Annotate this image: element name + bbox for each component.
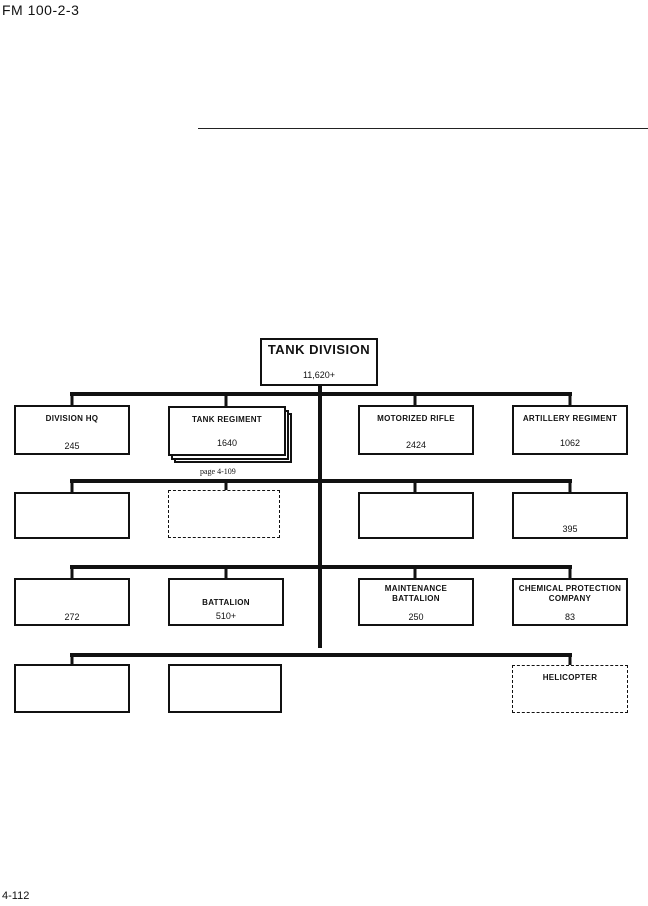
tank-division-box: TANK DIVISION 11,620+ [260, 338, 378, 386]
tank-division-title: TANK DIVISION [267, 342, 371, 357]
tank-regiment-page-ref: page 4-109 [200, 467, 236, 476]
row2-unit-3-box [358, 492, 474, 539]
motorized-rifle-box: MOTORIZED RIFLE 2424 [358, 405, 474, 455]
helicopter-label: HELICOPTER [542, 673, 598, 682]
page-number: 4-112 [2, 890, 30, 902]
motorized-rifle-label: MOTORIZED RIFLE [377, 414, 455, 423]
chemical-protection-company-count: 83 [564, 612, 575, 622]
battalion-count: 510+ [215, 611, 237, 621]
motorized-rifle-count: 2424 [405, 440, 427, 450]
maintenance-battalion-label: MAINTENANCE BATTALION [384, 584, 448, 603]
artillery-regiment-box: ARTILLERY REGIMENT 1062 [512, 405, 628, 455]
row2-unit-1-box [14, 492, 130, 539]
tank-regiment-label: TANK REGIMENT [192, 415, 262, 424]
battalion-label: BATTALION [202, 598, 250, 607]
row4-unit-2-box [168, 664, 282, 713]
chemical-protection-company-box: CHEMICAL PROTECTION COMPANY 83 [512, 578, 628, 626]
chemical-protection-company-label: CHEMICAL PROTECTION COMPANY [518, 584, 622, 603]
battalion-box: BATTALION 510+ [168, 578, 284, 626]
row3-unit-1-count: 272 [64, 612, 80, 622]
artillery-regiment-count: 1062 [559, 438, 581, 448]
helicopter-box: HELICOPTER [512, 665, 628, 713]
artillery-regiment-label: ARTILLERY REGIMENT [522, 414, 618, 423]
header-rule [198, 128, 648, 129]
maintenance-battalion-count: 250 [408, 612, 424, 622]
division-hq-label: DIVISION HQ [45, 414, 99, 423]
maintenance-battalion-box: MAINTENANCE BATTALION 250 [358, 578, 474, 626]
document-code: FM 100-2-3 [2, 2, 80, 18]
division-hq-count: 245 [64, 441, 80, 451]
row2-unit-4-box: 395 [512, 492, 628, 539]
row4-unit-1-box [14, 664, 130, 713]
tank-regiment-count: 1640 [216, 438, 238, 448]
tank-division-count: 11,620+ [302, 370, 336, 380]
tank-regiment-box: TANK REGIMENT 1640 [168, 406, 286, 456]
row2-unit-2-box [168, 490, 280, 538]
row3-unit-1-box: 272 [14, 578, 130, 626]
division-hq-box: DIVISION HQ 245 [14, 405, 130, 455]
row2-unit-4-count: 395 [562, 524, 578, 534]
